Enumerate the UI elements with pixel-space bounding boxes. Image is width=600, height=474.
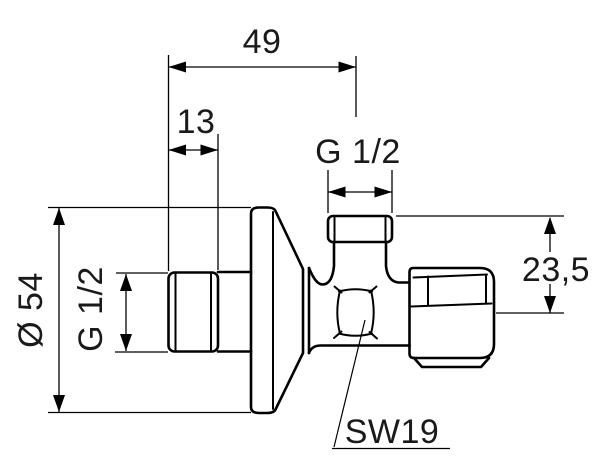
dimension-diameter-54: Ø 54	[12, 206, 251, 414]
arrow-left-icon	[168, 144, 186, 156]
arrow-right-icon	[338, 61, 356, 73]
dimension-g12-top: G 1/2	[315, 133, 401, 213]
valve-top-port	[326, 214, 394, 244]
arrow-down-icon	[53, 395, 65, 412]
label-sw19: SW19	[332, 319, 450, 451]
valve-rosette	[249, 206, 311, 415]
valve-body	[307, 240, 411, 355]
arrow-left-icon	[168, 61, 186, 73]
dimension-23-5: 23,5	[396, 215, 590, 314]
dim-label-rosette-diameter: Ø 54	[12, 272, 50, 348]
arrow-down-icon	[544, 296, 556, 313]
dim-label-inlet-thread: G 1/2	[72, 266, 110, 352]
dim-label-depth: 49	[243, 23, 282, 61]
dimension-49: 49	[167, 23, 357, 271]
arrow-up-icon	[53, 208, 65, 225]
valve-outlet-nut	[408, 266, 496, 369]
arrow-up-icon	[120, 274, 132, 291]
valve-hex-sw19	[333, 285, 378, 340]
dim-label-inlet-thread-length: 13	[177, 103, 216, 141]
arrow-left-icon	[328, 186, 346, 198]
valve-inlet-thread	[167, 270, 253, 353]
arrow-right-icon	[200, 144, 218, 156]
dim-label-top-thread: G 1/2	[315, 133, 401, 171]
dim-label-top-to-axis: 23,5	[522, 251, 590, 289]
arrow-right-icon	[374, 186, 392, 198]
arrow-up-icon	[544, 217, 556, 234]
leader-line	[333, 319, 366, 448]
dim-label-wrench-size: SW19	[345, 413, 440, 451]
arrow-down-icon	[120, 334, 132, 351]
dimension-g12-inlet: G 1/2	[72, 266, 168, 353]
dimension-13: 13	[168, 103, 219, 270]
